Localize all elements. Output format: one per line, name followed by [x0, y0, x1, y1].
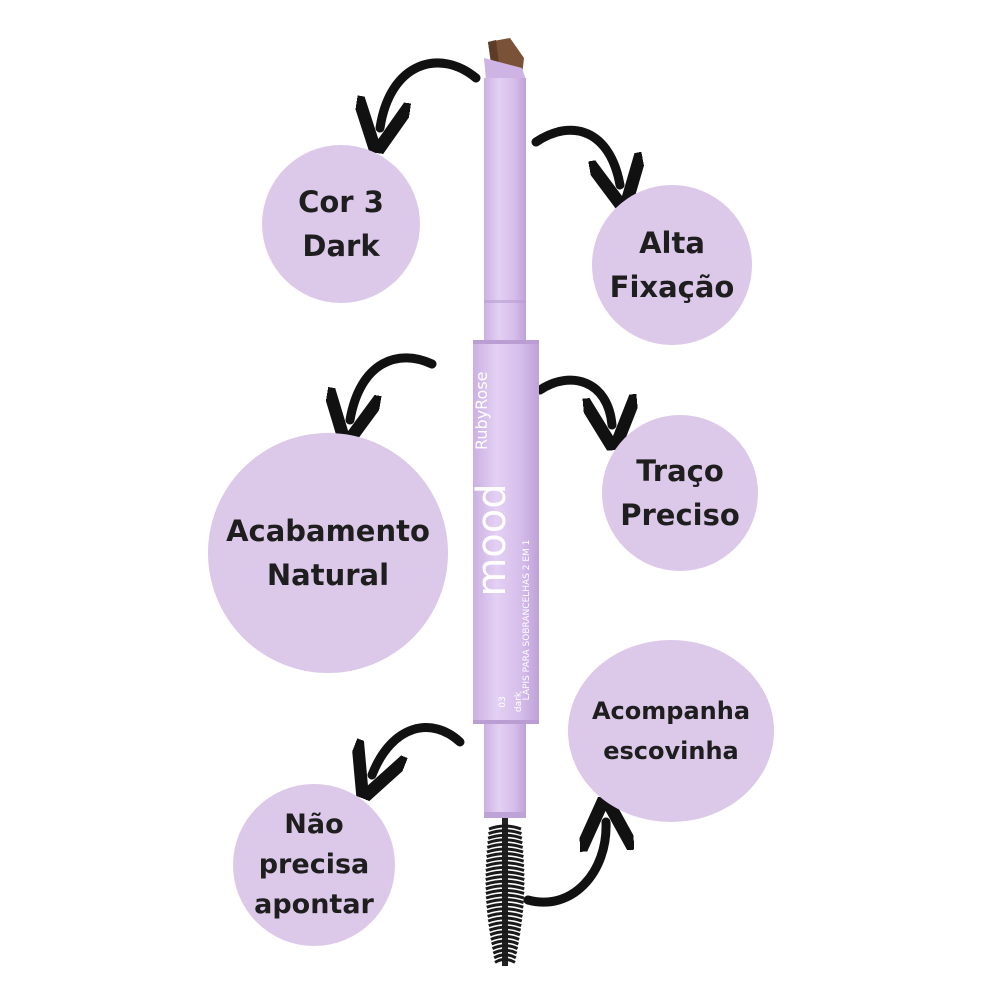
curved-arrow-icon [523, 822, 606, 907]
feature-color-label: Cor 3 Dark [298, 185, 384, 263]
feature-bubble-no-sharpen: Não precisa apontar [233, 784, 395, 946]
feature-stroke-label: Traço Preciso [620, 454, 740, 532]
curved-arrow-icon [531, 125, 620, 185]
arrow-traco [535, 375, 612, 425]
spoolie-brush-icon [485, 824, 525, 964]
feature-bubble-color: Cor 3 Dark [262, 145, 420, 303]
feature-finish-label: Acabamento Natural [226, 514, 430, 592]
arrow-acompanha [523, 822, 606, 907]
curved-arrow-icon [372, 723, 465, 775]
feature-fixation-label: Alta Fixação [609, 226, 735, 304]
pencil-shade-number: 03 [498, 696, 508, 707]
pencil-maker: RubyRose [472, 371, 491, 450]
feature-brush-label: Acompanha escovinha [591, 697, 751, 765]
arrow-alta [531, 125, 620, 185]
arrow-acabamento [350, 353, 437, 420]
feature-no-sharpen-label: Não precisa apontar [254, 809, 374, 920]
feature-bubble-stroke: Traço Preciso [602, 415, 758, 571]
arrow-cor [380, 58, 481, 128]
pencil-description: LÁPIS PARA SOBRANCELHAS 2 EM 1 [520, 540, 532, 701]
feature-bubble-brush: Acompanha escovinha [568, 640, 774, 822]
feature-bubble-fixation: Alta Fixação [592, 185, 752, 345]
curved-arrow-icon [535, 375, 612, 425]
pencil-label: mood RubyRose LÁPIS PARA SOBRANCELHAS 2 … [469, 371, 532, 712]
arrow-nao [372, 723, 465, 775]
curved-arrow-icon [350, 353, 437, 420]
feature-bubble-finish: Acabamento Natural [208, 433, 448, 673]
curved-arrow-icon [380, 58, 481, 128]
pencil-brand: mood [469, 483, 515, 596]
brow-pencil [473, 38, 539, 966]
pencil-shade-name: dark [514, 691, 524, 712]
